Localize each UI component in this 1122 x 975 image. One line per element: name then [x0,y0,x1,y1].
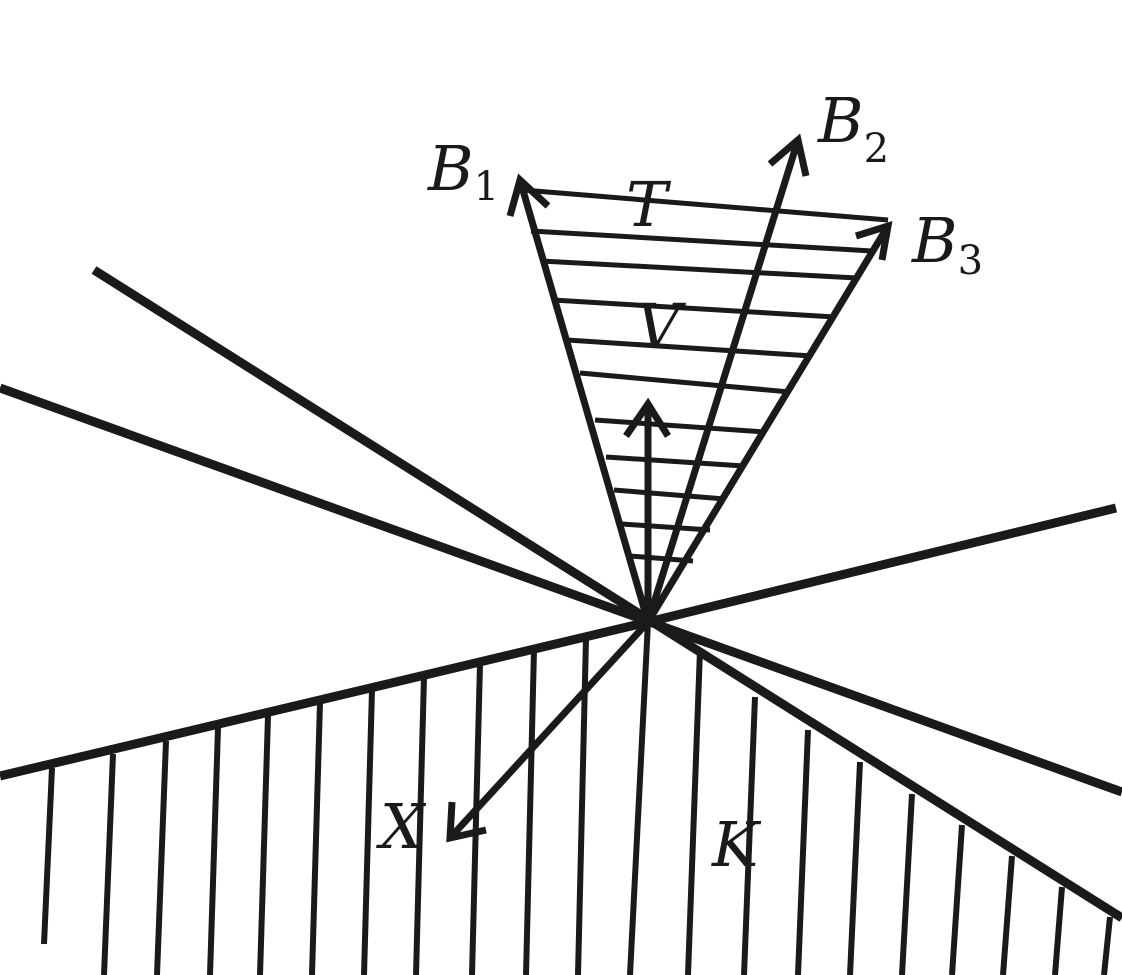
label-b1: B1 [427,132,499,210]
label-v: V [636,290,687,363]
cone-v-edges [447,138,891,841]
label-b3: B3 [911,204,983,284]
b1-ray [516,179,652,623]
boundary-lines [0,266,1122,922]
b3-arrowhead-icon [854,220,893,261]
left-line [0,383,1122,797]
x-arrowhead-icon [446,801,487,843]
b2-ray [644,138,802,624]
k-upper-boundary [0,617,650,781]
b1-arrowhead-icon [506,173,551,217]
upper-left-line [91,266,1122,922]
x-ray [447,619,651,841]
b3-ray [645,224,891,624]
label-t: T [626,168,672,241]
label-b2: B2 [817,84,889,172]
label-x: X [376,790,427,863]
cone-k-hatching [41,621,1113,975]
v-arrowhead-icon [623,397,671,438]
label-k: K [711,808,762,881]
right-line [646,503,1118,627]
b2-arrowhead-icon [767,133,810,177]
